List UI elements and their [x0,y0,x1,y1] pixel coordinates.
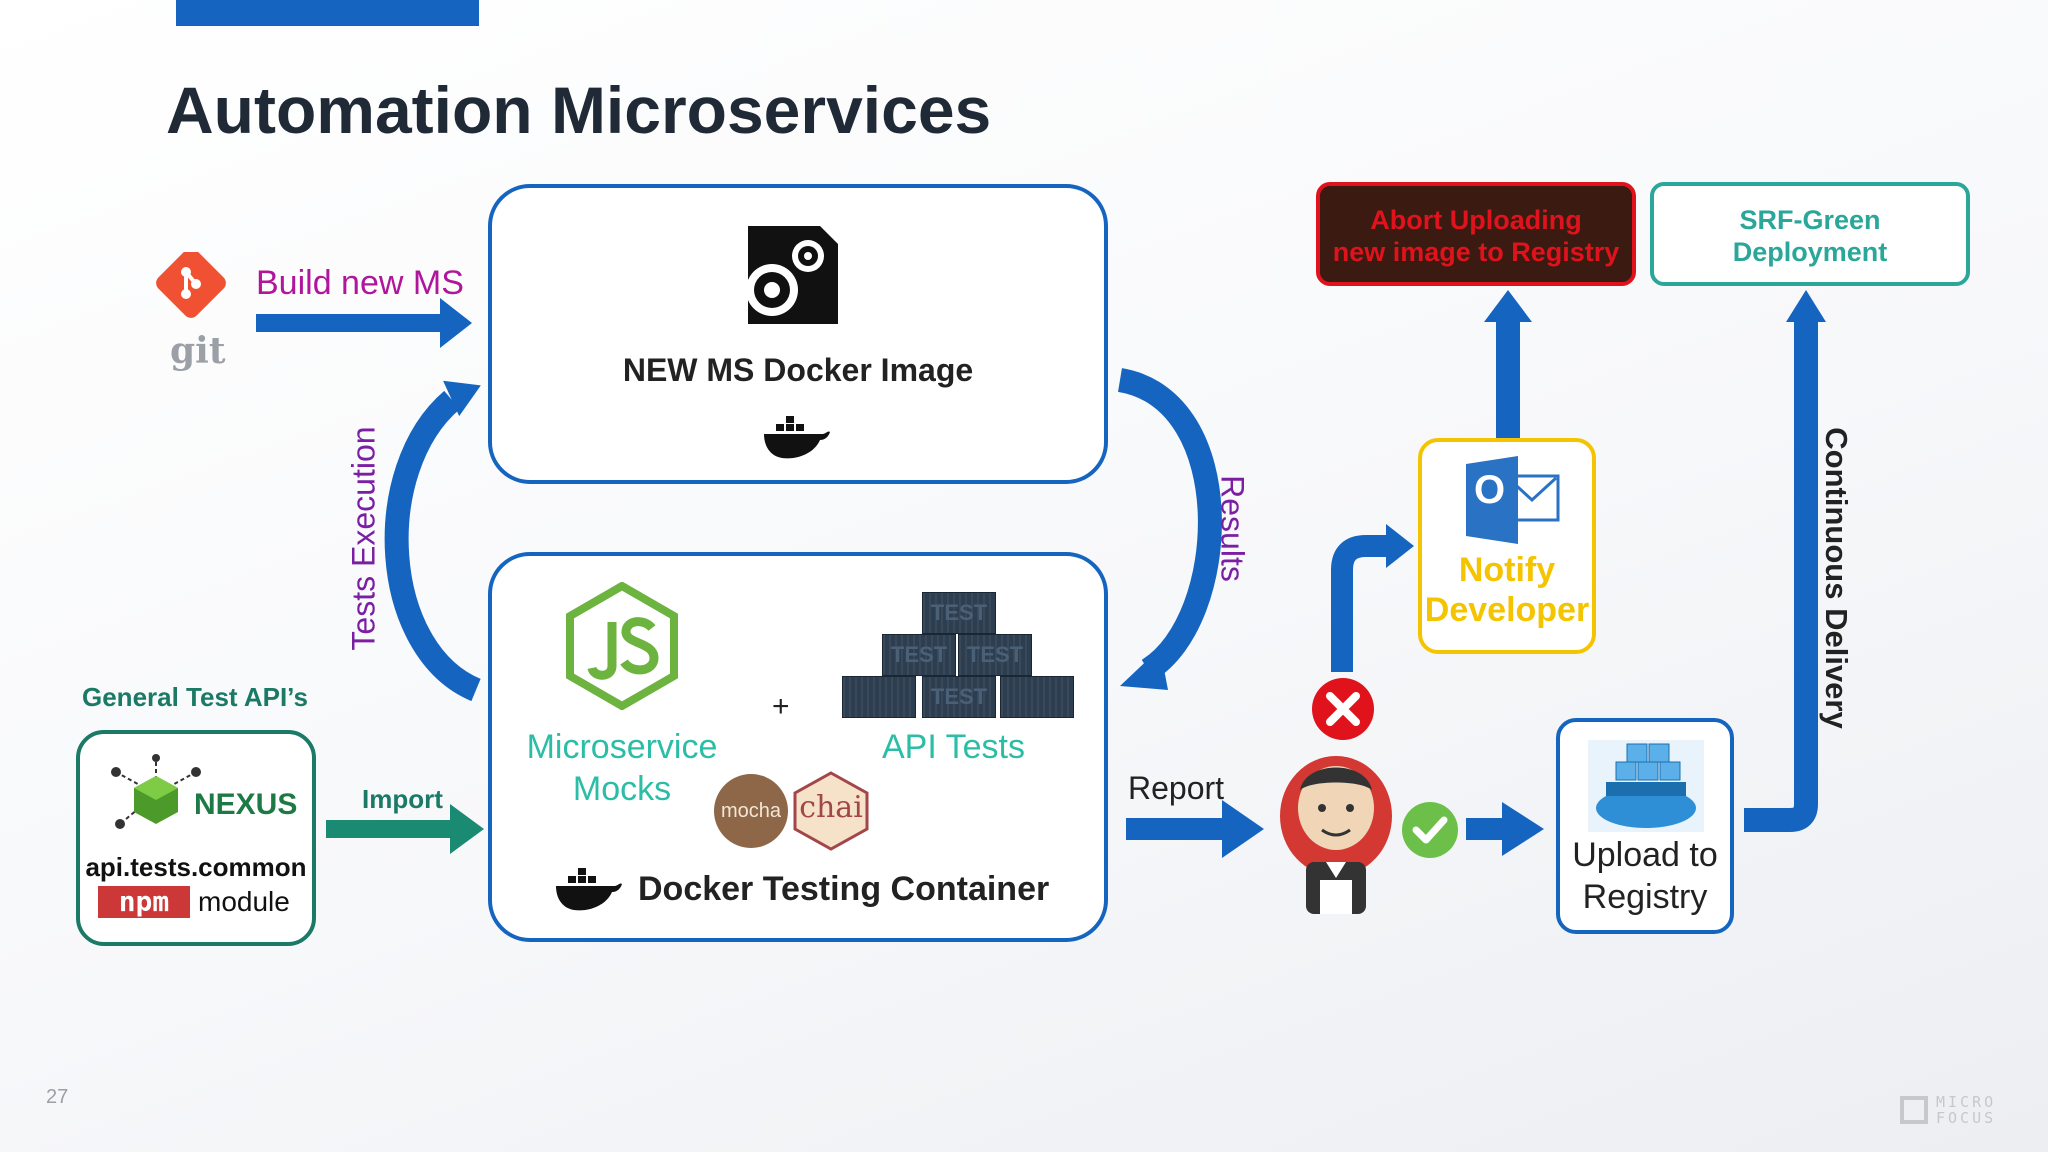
microservice-mocks-label: Microservice Mocks [522,726,722,810]
plus-sign: + [772,690,790,723]
micro-focus-line-2: FOCUS [1936,1109,1997,1127]
docker-whale-icon [764,416,830,459]
notify-developer-text: Notify Developer [1422,550,1592,630]
docker-image-label: NEW MS Docker Image [622,352,974,388]
test-brick [842,676,916,718]
abort-line-1: Abort Uploading [1370,205,1582,235]
nodejs-icon [566,582,678,710]
tests-execution-arrow [384,380,482,702]
notify-developer-box: O Notify Developer [1418,438,1596,654]
report-arrow [1126,800,1264,858]
micro-focus-line-1: MICRO [1936,1093,1997,1111]
page-title: Automation Microservices [166,73,992,147]
api-tests-label: API Tests [882,728,1025,766]
import-arrow [326,804,484,854]
notify-line-2: Developer [1424,591,1590,629]
api-tests-common-label: api.tests.common [85,852,307,882]
docker-image-gear-icon [746,226,838,324]
import-label: Import [362,784,443,814]
success-check-icon [1402,802,1458,858]
continuous-delivery-arrow [1744,290,1826,832]
srf-line-1: SRF-Green [1739,205,1881,235]
test-brick: TEST [882,634,956,676]
outlook-icon [1466,456,1560,544]
outlook-letter: O [1474,468,1506,512]
abort-line-2: new image to Registry [1332,237,1620,267]
fail-x-icon [1312,678,1374,740]
upload-line-1: Upload to [1572,836,1718,874]
fail-to-notify-arrow [1331,524,1414,672]
srf-green-text: SRF-Green Deployment [1654,204,1966,268]
notify-to-abort-arrow [1484,290,1532,440]
upload-registry-box: Upload to Registry [1556,718,1734,934]
chai-logo-text: chai [799,790,863,825]
notify-line-1: Notify [1458,551,1556,589]
git-icon [156,252,226,318]
micro-focus-logo-mark [1900,1096,1928,1124]
build-arrow [256,298,472,348]
nexus-cube-icon [111,754,201,829]
abort-upload-box: Abort Uploading new image to Registry [1316,182,1636,286]
test-brick [1000,676,1074,718]
mocks-line-2: Mocks [572,770,672,808]
module-word: module [198,886,290,917]
continuous-delivery-label-wrap: Continuous Delivery [1816,410,1856,750]
general-test-apis-heading: General Test API’s [82,682,308,712]
test-brick: TEST [922,592,996,634]
mocks-line-1: Microservice [526,728,718,766]
api-tests-brick-stack: TEST TEST TEST TEST [842,592,1082,722]
npm-logo: npm [98,886,190,918]
results-label-wrap: Results [1212,470,1252,590]
tests-execution-label-wrap: Tests Execution [344,420,384,660]
mocha-logo: mocha [714,774,788,848]
micro-focus-logo-text: MICRO FOCUS [1936,1094,1996,1126]
docker-whale-icon [556,868,622,911]
chai-logo-icon [793,771,869,851]
nexus-text: NEXUS [194,788,298,821]
srf-line-2: Deployment [1732,237,1888,267]
continuous-delivery-label: Continuous Delivery [1819,427,1854,729]
tests-execution-label: Tests Execution [345,426,382,651]
build-new-ms-label: Build new MS [256,264,464,302]
test-brick: TEST [922,676,996,718]
test-brick: TEST [958,634,1032,676]
upload-registry-text: Upload to Registry [1560,834,1730,918]
docker-registry-icon [1588,740,1704,832]
upload-line-2: Registry [1582,878,1708,916]
report-label: Report [1128,770,1225,806]
docker-image-box: NEW MS Docker Image [488,184,1108,484]
docker-testing-container-label: Docker Testing Container [638,870,1050,908]
git-logo-text: git [170,330,226,372]
results-arrow [1117,368,1222,690]
slide-number: 27 [46,1086,69,1108]
success-to-upload-arrow [1466,802,1544,856]
srf-green-deployment-box: SRF-Green Deployment [1650,182,1970,286]
testing-container-box: Microservice Mocks + TEST TEST TEST TEST… [488,552,1108,942]
results-label: Results [1214,475,1251,582]
nexus-box: NEXUS api.tests.common npm module [76,730,316,946]
jenkins-icon [1280,756,1392,914]
abort-upload-text: Abort Uploading new image to Registry [1320,204,1632,268]
top-accent-bar [176,0,479,26]
